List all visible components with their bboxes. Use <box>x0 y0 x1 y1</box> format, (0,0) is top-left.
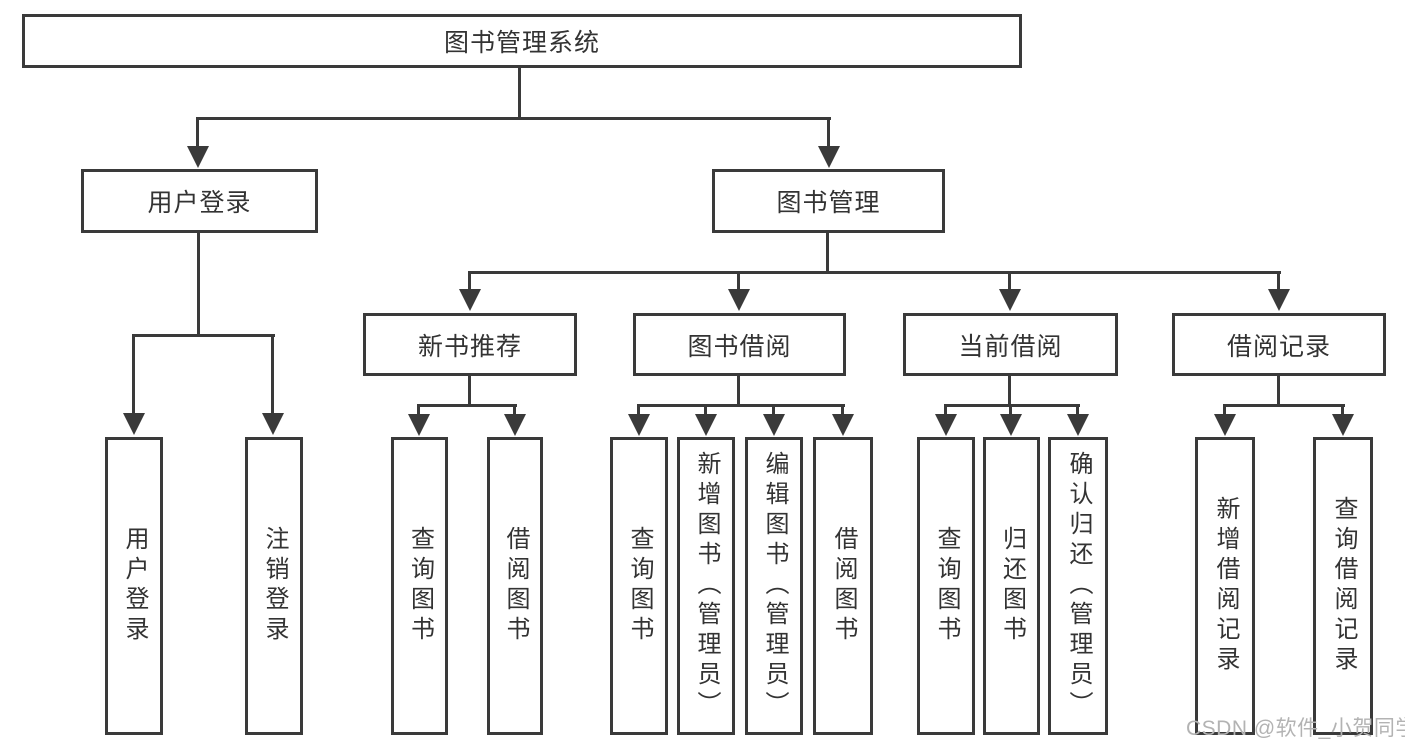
connector-line <box>468 271 471 291</box>
connector-line <box>827 117 830 147</box>
leaf-label: 借阅图书 <box>830 526 857 646</box>
connector-line <box>1223 404 1226 416</box>
arrowhead-down-icon <box>935 414 957 436</box>
connector-line <box>418 404 517 407</box>
arrowhead-down-icon <box>728 289 750 311</box>
connector-line <box>945 404 1080 407</box>
leaf-label: 归还图书 <box>998 526 1026 646</box>
connector-line <box>1277 271 1280 291</box>
node-current-borrow: 当前借阅 <box>903 313 1118 376</box>
node-new-book-recommend: 新书推荐 <box>363 313 577 376</box>
node-root: 图书管理系统 <box>22 14 1022 68</box>
connector-line <box>637 404 640 416</box>
arrowhead-down-icon <box>832 414 854 436</box>
leaf-user-login: 用户登录 <box>105 437 163 735</box>
node-user-login: 用户登录 <box>81 169 318 233</box>
arrowhead-down-icon <box>628 414 650 436</box>
leaf-label: 查询图书 <box>933 526 960 646</box>
connector-line <box>1341 404 1344 416</box>
connector-line <box>518 68 521 118</box>
leaf-label: 用户登录 <box>121 526 148 646</box>
leaf-return-book: 归还图书 <box>983 437 1040 735</box>
arrowhead-down-icon <box>123 413 145 435</box>
connector-line <box>132 334 135 414</box>
leaf-borrow-book-2: 借阅图书 <box>813 437 873 735</box>
arrowhead-down-icon <box>1332 414 1354 436</box>
csdn-watermark: CSDN @软件_小贺同学 <box>1186 717 1405 740</box>
connector-line <box>841 404 844 416</box>
connector-line <box>826 233 829 274</box>
arrowhead-down-icon <box>187 146 209 168</box>
leaf-add-book-admin: 新增图书（管理员） <box>677 437 735 735</box>
leaf-add-borrow-record: 新增借阅记录 <box>1195 437 1255 735</box>
connector-line <box>197 117 831 120</box>
leaf-query-book-2: 查询图书 <box>610 437 668 735</box>
connector-line <box>197 233 200 337</box>
leaf-query-book-1: 查询图书 <box>391 437 448 735</box>
connector-line <box>469 271 1281 274</box>
leaf-label: 借阅图书 <box>502 526 529 646</box>
connector-line <box>638 404 845 407</box>
connector-line <box>1277 376 1280 407</box>
node-borrow-records: 借阅记录 <box>1172 313 1386 376</box>
connector-line <box>944 404 947 416</box>
connector-line <box>513 404 516 416</box>
leaf-label: 注销登录 <box>261 526 288 646</box>
connector-line <box>1076 404 1079 416</box>
leaf-logout: 注销登录 <box>245 437 303 735</box>
leaf-query-book-3: 查询图书 <box>917 437 975 735</box>
connector-line <box>1224 404 1345 407</box>
arrowhead-down-icon <box>763 414 785 436</box>
connector-line <box>196 117 199 147</box>
arrowhead-down-icon <box>504 414 526 436</box>
connector-line <box>704 404 707 416</box>
connector-line <box>1009 404 1012 416</box>
connector-line <box>737 271 740 291</box>
connector-line <box>737 376 740 407</box>
leaf-label: 确认归还（管理员） <box>1065 451 1092 721</box>
connector-line <box>133 334 275 337</box>
arrowhead-down-icon <box>999 289 1021 311</box>
leaf-label: 编辑图书（管理员） <box>761 451 788 721</box>
arrowhead-down-icon <box>1268 289 1290 311</box>
arrowhead-down-icon <box>695 414 717 436</box>
connector-line <box>417 404 420 416</box>
arrowhead-down-icon <box>408 414 430 436</box>
leaf-label: 新增图书（管理员） <box>693 451 720 721</box>
connector-line <box>772 404 775 416</box>
connector-line <box>1008 376 1011 407</box>
leaf-edit-book-admin: 编辑图书（管理员） <box>745 437 803 735</box>
arrowhead-down-icon <box>262 413 284 435</box>
connector-line <box>271 334 274 414</box>
leaf-label: 查询图书 <box>626 526 653 646</box>
arrowhead-down-icon <box>1067 414 1089 436</box>
arrowhead-down-icon <box>1000 414 1022 436</box>
leaf-label: 查询图书 <box>406 526 434 646</box>
arrowhead-down-icon <box>818 146 840 168</box>
leaf-label: 查询借阅记录 <box>1330 496 1357 676</box>
connector-line <box>1008 271 1011 291</box>
connector-line <box>468 376 471 407</box>
leaf-label: 新增借阅记录 <box>1212 496 1239 676</box>
arrowhead-down-icon <box>1214 414 1236 436</box>
leaf-borrow-book-1: 借阅图书 <box>487 437 543 735</box>
node-book-management: 图书管理 <box>712 169 945 233</box>
arrowhead-down-icon <box>459 289 481 311</box>
leaf-query-borrow-record: 查询借阅记录 <box>1313 437 1373 735</box>
node-book-borrow: 图书借阅 <box>633 313 846 376</box>
leaf-confirm-return-admin: 确认归还（管理员） <box>1048 437 1108 735</box>
